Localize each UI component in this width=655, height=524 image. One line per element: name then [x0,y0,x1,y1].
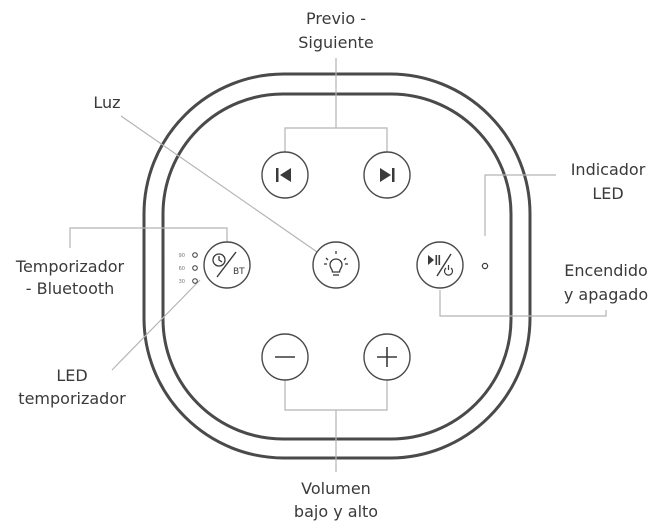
indicator-label-line1: Indicador [571,160,646,179]
lightbulb-icon [324,251,348,276]
timer-level-90: 90 [179,253,185,259]
timer-bluetooth-button[interactable]: BT [203,241,251,289]
power-icon [443,265,454,276]
play-pause-icon [428,255,441,265]
next-button[interactable] [363,151,411,199]
timer-leader [69,227,228,248]
timer-level-30: 30 [179,279,185,285]
speaker-inner-outline [161,92,513,441]
prev-next-label-line2: Siguiente [298,33,373,52]
bt-label: BT [233,267,245,277]
volume-bracket [284,380,388,411]
previous-button[interactable] [261,151,309,199]
indicator-label-line2: LED [592,184,623,203]
light-button[interactable] [312,241,360,289]
play-pause-power-button[interactable] [416,241,464,289]
timer-led-group: 90 60 30 [179,252,198,285]
power-label-line2: y apagado [564,285,648,304]
volume-label-line2: bajo y alto [294,502,378,521]
timer-led-60 [192,265,198,271]
timer-led-leader [111,279,201,371]
timer-led-90 [192,252,198,258]
timer-label-line1: Temporizador [15,257,125,276]
plus-icon [377,347,397,367]
prev-next-label-line1: Previo - [306,9,366,28]
volume-label-line1: Volumen [301,479,371,498]
previous-icon [276,168,279,182]
power-leader [439,290,607,317]
clock-icon [212,253,226,267]
timer-level-60: 60 [179,266,185,272]
next-icon [380,168,391,182]
volume-down-button[interactable] [261,333,309,381]
light-label: Luz [93,93,120,112]
indicator-led [481,262,489,270]
volume-up-button[interactable] [363,333,411,381]
timer-led-label-line2: temporizador [18,389,126,408]
timer-led-30 [192,278,198,284]
light-leader [120,115,321,255]
speaker-outer-outline [142,72,532,460]
timer-label-line2: - Bluetooth [26,279,115,298]
power-label-line1: Encendido [564,261,648,280]
timer-led-label-line1: LED [56,366,87,385]
indicator-leader [484,174,556,236]
